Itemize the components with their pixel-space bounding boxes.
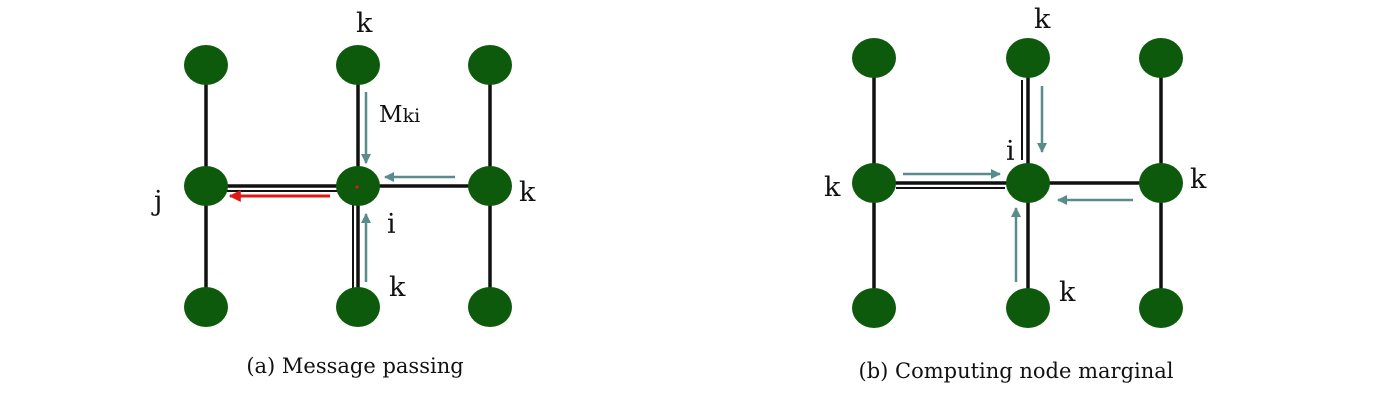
node-b-top-left <box>852 38 896 78</box>
label-b-k-bottom: k <box>1059 277 1076 308</box>
caption-a: (a) Message passing <box>246 354 463 378</box>
node-b-top-center-k <box>1006 38 1050 78</box>
caption-b: (b) Computing node marginal <box>859 359 1174 383</box>
label-b-k-right: k <box>1190 164 1207 195</box>
label-a-message-mki: Mki <box>379 102 420 128</box>
node-a-top-right <box>468 45 512 85</box>
node-a-top-center-k <box>336 45 380 85</box>
node-b-top-right <box>1139 38 1183 78</box>
label-b-i: i <box>1006 136 1015 167</box>
node-a-center-red-dot <box>355 185 359 189</box>
label-b-k-left: k <box>824 172 841 203</box>
node-b-middle-left-k <box>852 163 896 203</box>
label-b-k-top: k <box>1034 4 1051 35</box>
node-b-bottom-center-k <box>1006 288 1050 328</box>
panel-b-arrows <box>903 86 1133 282</box>
label-a-k-top: k <box>356 8 373 39</box>
panel-a-arrows <box>228 92 455 282</box>
panel-a-message-passing: k k k j i Mki (a) Message passing <box>151 8 536 378</box>
panel-a-labels: k k k j i Mki <box>151 8 536 303</box>
panel-a-nodes <box>184 45 512 327</box>
panel-b-node-marginal: k k k k i (b) Computing node marginal <box>824 4 1207 383</box>
node-b-bottom-right <box>1139 288 1183 328</box>
node-b-bottom-left <box>852 288 896 328</box>
panel-b-labels: k k k k i <box>824 4 1207 308</box>
node-a-middle-right-k <box>468 166 512 206</box>
node-b-middle-center-i <box>1006 163 1050 203</box>
label-a-j: j <box>151 186 162 217</box>
node-a-bottom-right <box>468 287 512 327</box>
node-a-bottom-left <box>184 287 228 327</box>
label-a-message-main: M <box>379 102 403 128</box>
node-a-top-left <box>184 45 228 85</box>
node-b-middle-right-k <box>1139 163 1183 203</box>
node-a-bottom-center-k <box>336 287 380 327</box>
label-a-k-bottom: k <box>389 272 406 303</box>
label-a-message-sub: ki <box>403 105 421 127</box>
panel-b-nodes <box>852 38 1183 328</box>
label-a-i: i <box>387 209 396 240</box>
node-a-middle-left-j <box>184 166 228 206</box>
label-a-k-right: k <box>519 177 536 208</box>
